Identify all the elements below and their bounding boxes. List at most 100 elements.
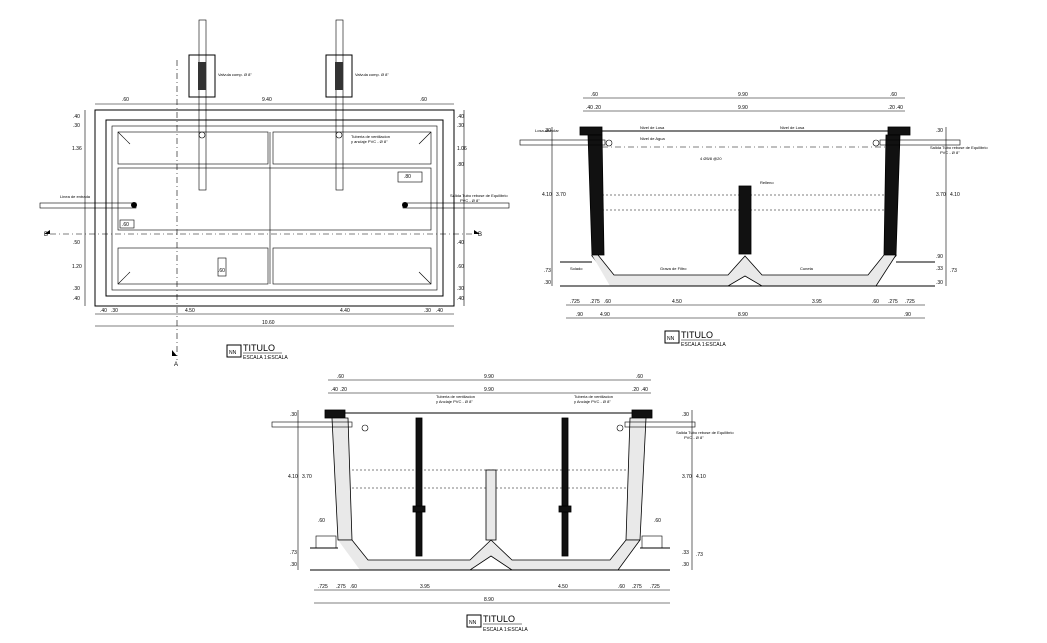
plan-dim-right-5: .60 <box>457 264 464 270</box>
section-view-bottom: .60 9.90 .60 .40 .20 9.90 .20 .40 <box>271 374 734 633</box>
plan-pipe-right <box>335 19 344 191</box>
sec1-dim-bot2-0: .90 <box>576 312 583 318</box>
plan-chamber-top-right <box>272 131 432 165</box>
plan-title-tag-box <box>226 344 242 358</box>
sec1-note-9: Solado <box>570 266 583 271</box>
sec2-dim-right-6: .30 <box>682 562 689 568</box>
sec2-dim-total: 8.90 <box>484 597 494 603</box>
sec1-dim-bot-4: 3.95 <box>812 299 822 305</box>
plan-dim-bottom-1: .30 <box>111 308 118 314</box>
plan-dim-right-1: .30 <box>457 123 464 129</box>
sec1-dim-right-4: .33 <box>936 266 943 272</box>
sec2-dim-right-3: .60 <box>654 518 661 524</box>
sec2-scale: ESCALA 1:ESCALA <box>483 627 528 633</box>
sec2-left-wall <box>331 417 353 541</box>
sec1-note-1b: Nivel de Losa <box>780 125 805 130</box>
vent-pipe-label-1: Tuberia de ventilacion <box>351 134 390 139</box>
sec2-title-tag: NN <box>469 620 477 626</box>
plan-dim-left-6: .40 <box>73 296 80 302</box>
plan-dim-right-7: .40 <box>457 296 464 302</box>
plan-dim-top-1: 9.40 <box>262 97 272 103</box>
plan-pipe-left <box>198 19 207 191</box>
sec1-note-6: Relleno <box>760 180 774 185</box>
plan-dim-left-2: 1.36 <box>72 146 82 152</box>
sec2-dim-sub-3: .20 <box>632 387 639 393</box>
sec2-overflow-label-2: PVC - Ø 8" <box>684 435 704 440</box>
sec2-dim-right-0: .30 <box>682 412 689 418</box>
plan-dim-right-6: .30 <box>457 286 464 292</box>
sec1-dim-right-1: 3.70 <box>936 192 946 198</box>
sec2-dim-bot-3: 3.95 <box>420 584 430 590</box>
plan-dim-top-0: .60 <box>122 97 129 103</box>
plan-dim-left-5: .30 <box>73 286 80 292</box>
sec2-dim-bot-0: .725 <box>318 584 328 590</box>
sec2-dim-left-1: 4.10 <box>288 474 298 480</box>
plan-dim-left-4: 1.20 <box>72 264 82 270</box>
sec2-right-wall <box>625 417 647 541</box>
sec1-note-1: Nivel de Losa <box>640 125 665 130</box>
plan-main-chamber <box>117 167 432 231</box>
sec1-left-wall <box>587 134 605 256</box>
sec1-note-4: PVC - Ø 8" <box>940 150 960 155</box>
plan-title: TITULO <box>243 343 275 353</box>
sec2-dim-bot-7: .725 <box>650 584 660 590</box>
sec1-note-8: Cuneta <box>800 266 814 271</box>
sec2-dim-left-4: .73 <box>290 550 297 556</box>
plan-chamber-bottom-right <box>272 247 432 285</box>
valve-label-left: Valvula comp. Ø 8" <box>218 72 252 77</box>
sec2-pipe-right <box>561 417 569 557</box>
section-marker-left: B <box>44 232 48 238</box>
sec2-dim-right-5: .73 <box>696 552 703 558</box>
sec1-dim-top-2: .60 <box>890 92 897 98</box>
sec2-dim-right-4: .33 <box>682 550 689 556</box>
plan-view: B B A Valvula comp. Ø 8" Va <box>39 19 510 368</box>
sec1-dim-left-0: .30 <box>544 128 551 134</box>
sec1-title-tag-box <box>664 330 680 344</box>
section-marker-right: B <box>478 232 482 238</box>
sec2-dim-left-5: .30 <box>290 562 297 568</box>
plan-outer-slab <box>94 109 455 307</box>
sec1-dim-bot-6: .275 <box>888 299 898 305</box>
sec1-dim-bot2-2: 8.90 <box>738 312 748 318</box>
plan-title-tag: NN <box>229 350 237 356</box>
sec2-dim-left-0: .30 <box>290 412 297 418</box>
sec2-dim-bot-4: 4.50 <box>558 584 568 590</box>
sec1-center-wall <box>738 185 752 255</box>
valve-left-icon <box>198 62 206 90</box>
sec2-outlet-pipe <box>624 421 696 428</box>
sec1-dim-top-0: .60 <box>591 92 598 98</box>
sec2-dim-bot-1: .275 <box>336 584 346 590</box>
sec1-note-0: Losa alveolar <box>535 128 559 133</box>
sec1-dim-sub-1: .20 <box>594 105 601 111</box>
plan-inner-dim-2: .60 <box>218 268 225 274</box>
sec2-dim-top-2: .60 <box>636 374 643 380</box>
sec1-dim-right-3: .90 <box>936 254 943 260</box>
sec2-title: TITULO <box>483 614 515 624</box>
sec2-dim-sub-4: .40 <box>641 387 648 393</box>
sec1-dim-right-5: .73 <box>950 268 957 274</box>
plan-dim-bottom-2: 4.50 <box>185 308 195 314</box>
section-arrow-left-icon <box>44 230 50 234</box>
sec1-dim-right-0: .30 <box>936 128 943 134</box>
valve-right-icon <box>335 62 343 90</box>
sec2-dim-bot-6: .275 <box>632 584 642 590</box>
plan-chamber-top-left <box>117 131 269 165</box>
sec1-dim-bot-2: .60 <box>604 299 611 305</box>
plan-dim-left-0: .40 <box>73 114 80 120</box>
sec1-dim-left-4: .30 <box>544 280 551 286</box>
plan-dim-top-2: .60 <box>420 97 427 103</box>
plan-scale: ESCALA 1:ESCALA <box>243 355 288 361</box>
plan-outer-wall <box>105 119 444 297</box>
sec2-dim-sub-2: 9.90 <box>484 387 494 393</box>
sec2-vent-label-3: Tuberia de ventilacion <box>574 394 613 399</box>
sec1-note-5: 4 Ø5/8 @20 <box>700 156 722 161</box>
sec1-dim-bot2-1: 4.90 <box>600 312 610 318</box>
vent-pipe-label-2: y anclaje PVC - Ø 8" <box>351 139 388 144</box>
axis-marker-bottom: A <box>174 362 178 368</box>
plan-dim-total: 10.60 <box>262 320 275 326</box>
section-view-top: .60 9.90 .60 .40 .20 9.90 .20 .40 Losa <box>519 92 988 348</box>
sec1-note-2: Nivel de Agua <box>640 136 665 141</box>
plan-inner-wall <box>111 125 438 291</box>
sec1-dim-left-1: 4.10 <box>542 192 552 198</box>
